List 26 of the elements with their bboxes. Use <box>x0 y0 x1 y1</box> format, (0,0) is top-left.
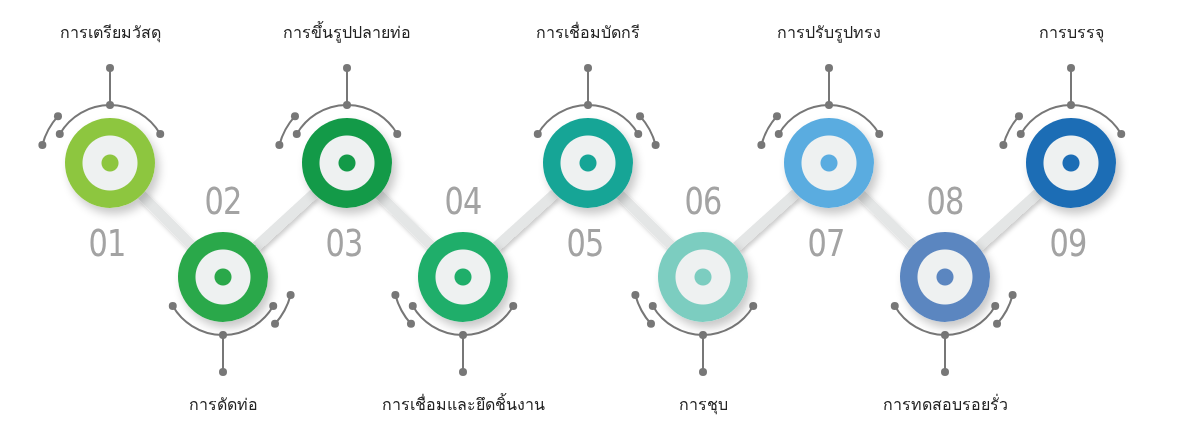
connector-line <box>733 189 799 251</box>
step-number: 03 <box>325 224 363 262</box>
connector-line <box>492 189 559 251</box>
step-number: 01 <box>88 224 126 262</box>
step-title: การชุบ <box>678 394 728 417</box>
step-title: การปรับรูปทรง <box>777 22 881 45</box>
connector-line <box>975 189 1041 251</box>
connector-line <box>138 191 195 249</box>
step-number: 04 <box>444 182 482 220</box>
step-title: การขึ้นรูปปลายท่อ <box>283 20 411 45</box>
step-title: การบรรจุ <box>1038 22 1104 45</box>
step-title: การทดสอบรอยรั่ว <box>882 393 1008 416</box>
step-title: การเตรียมวัสดุ <box>59 22 161 45</box>
connector-line <box>857 190 917 250</box>
step-number: 05 <box>566 224 604 262</box>
step-title: การเชื่อมและยึดชิ้นงาน <box>381 392 545 416</box>
connector-line <box>252 189 318 251</box>
step-title: การเชื่อมบัดกรี <box>536 21 640 44</box>
connector-line <box>375 190 435 250</box>
step-number: 06 <box>684 182 722 220</box>
step-number: 02 <box>204 182 242 220</box>
step-title: การดัดท่อ <box>188 394 258 416</box>
step-number: 07 <box>807 224 845 262</box>
step-number: 09 <box>1049 224 1087 262</box>
connector-line <box>616 191 675 249</box>
step-number: 08 <box>926 182 964 220</box>
